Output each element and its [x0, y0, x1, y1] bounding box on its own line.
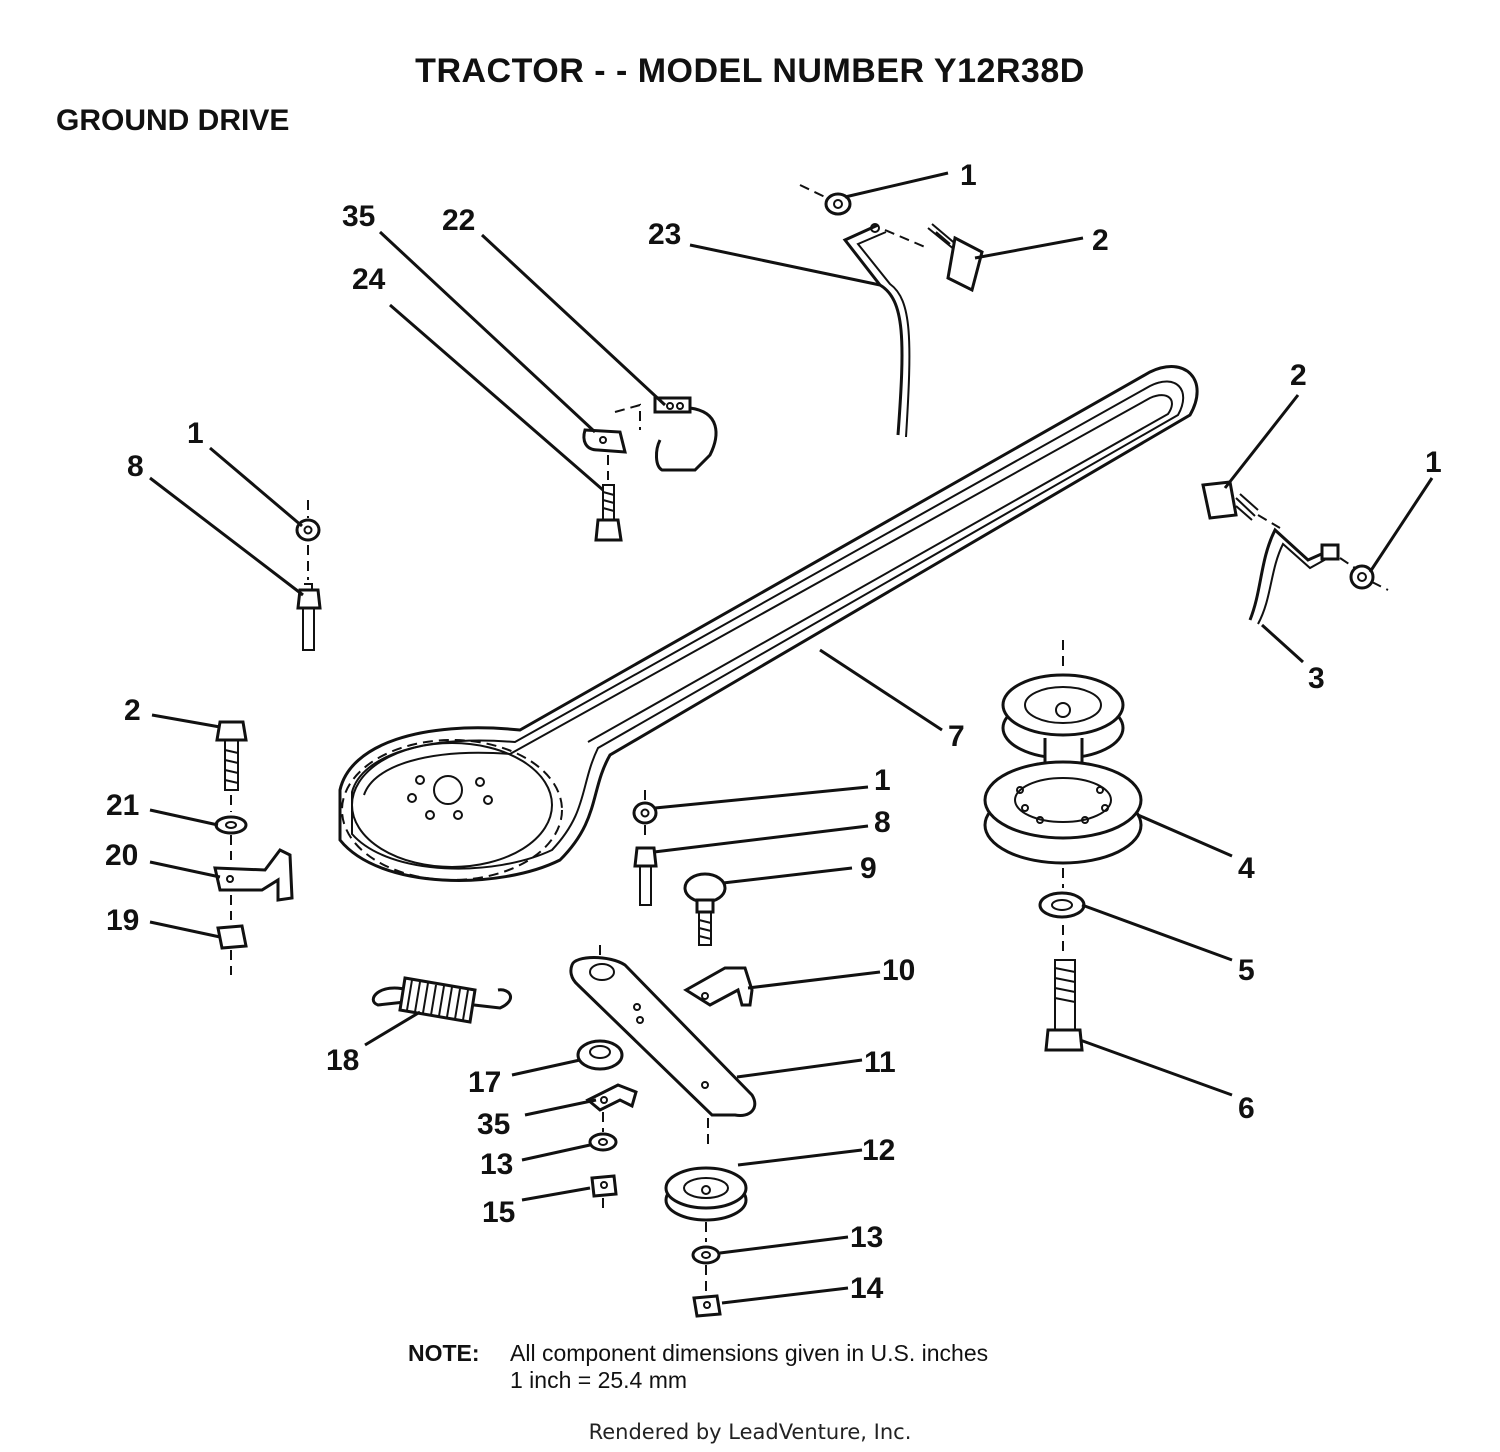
washer-part-13-left [588, 1112, 618, 1152]
callout-8: 8 [127, 450, 144, 483]
clip-part-35-lower [585, 1083, 638, 1112]
callout-35: 35 [477, 1108, 510, 1141]
nut-part-1-right [1349, 564, 1389, 591]
callout-1: 1 [874, 764, 891, 797]
nut-part-1-top [824, 192, 852, 216]
nut-part-1-left [295, 500, 321, 542]
callout-2: 2 [124, 694, 141, 727]
bolt-part-2-top [927, 223, 984, 293]
stud-part-8-center [633, 790, 658, 906]
bolt-part-6 [1044, 925, 1084, 1052]
carriage-bolt-part-9 [683, 872, 727, 946]
callout-9: 9 [860, 852, 877, 885]
callout-8: 8 [874, 806, 891, 839]
callout-13: 13 [850, 1221, 883, 1254]
callout-15: 15 [482, 1196, 515, 1229]
nut-part-14 [692, 1294, 722, 1318]
callout-5: 5 [1238, 954, 1255, 987]
callout-1: 1 [960, 159, 977, 192]
callout-23: 23 [648, 218, 681, 251]
washer-part-21 [214, 815, 248, 860]
screw-part-24 [594, 455, 623, 542]
callout-4: 4 [1238, 852, 1255, 885]
bracket-part-22 [614, 396, 718, 472]
callout-20: 20 [105, 839, 138, 872]
callout-14: 14 [850, 1272, 884, 1305]
section-heading: GROUND DRIVE [56, 104, 290, 137]
callout-12: 12 [862, 1134, 895, 1167]
note-line-2: 1 inch = 25.4 mm [510, 1367, 688, 1393]
callout-2: 2 [1092, 224, 1109, 257]
bolt-part-2-right [1201, 480, 1281, 529]
note-line-1: All component dimensions given in U.S. i… [510, 1340, 989, 1366]
nut-part-19 [216, 924, 248, 975]
lock-washer-part-5 [1038, 868, 1086, 919]
callout-2: 2 [1290, 359, 1307, 392]
nut-part-15 [590, 1174, 618, 1212]
callout-17: 17 [468, 1066, 501, 1099]
nut-part-1-center [632, 801, 658, 825]
footer-credit: Rendered by LeadVenture, Inc. [588, 1420, 912, 1444]
callout-11: 11 [864, 1046, 896, 1079]
callout-7: 7 [948, 720, 965, 753]
callout-leader-lines [149, 171, 1434, 1305]
callout-13: 13 [480, 1148, 513, 1181]
callout-1: 1 [1425, 446, 1442, 479]
rod-part-23 [799, 184, 926, 438]
callout-22: 22 [442, 204, 475, 237]
callout-labels: 1 2 23 35 22 24 2 1 1 8 3 7 2 21 20 19 1… [105, 159, 1442, 1305]
idler-pulley-part-12 [664, 1166, 748, 1242]
callout-1: 1 [187, 417, 204, 450]
clip-part-35-top [582, 428, 627, 454]
washer-part-13-bottom [691, 1245, 721, 1292]
callout-18: 18 [326, 1044, 359, 1077]
callout-3: 3 [1308, 662, 1325, 695]
idler-arm-part-11 [569, 945, 757, 1150]
callout-21: 21 [106, 789, 139, 822]
rod-part-3 [1248, 527, 1356, 625]
spacer-part-17 [576, 1039, 624, 1071]
note-label: NOTE: [408, 1340, 480, 1366]
diagram-title: TRACTOR - - MODEL NUMBER Y12R38D [415, 52, 1085, 90]
spring-part-18 [371, 976, 512, 1024]
bolt-part-2-left [215, 720, 248, 812]
dimension-note: NOTE: All component dimensions given in U… [408, 1340, 988, 1394]
callout-19: 19 [106, 904, 139, 937]
engine-pulley-part-4 [983, 640, 1143, 865]
axle-pulley [341, 739, 563, 881]
callout-6: 6 [1238, 1092, 1255, 1125]
callout-10: 10 [882, 954, 915, 987]
bracket-part-10 [683, 966, 754, 1007]
callout-24: 24 [352, 263, 386, 296]
stud-part-8-left [296, 545, 322, 651]
callout-35: 35 [342, 200, 375, 233]
bracket-part-20 [213, 848, 294, 920]
